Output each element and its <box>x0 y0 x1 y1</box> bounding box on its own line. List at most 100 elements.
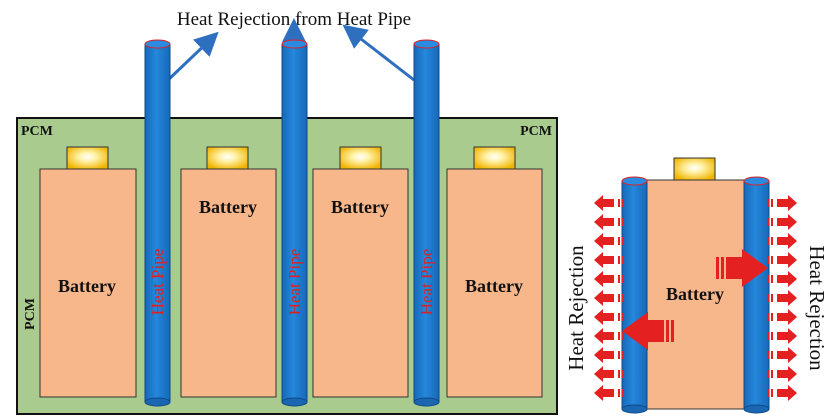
heat-rejection-arrow-right-5-tail-2 <box>767 275 769 283</box>
battery-label-1: Battery <box>58 276 116 296</box>
heat-rejection-arrow-left-1-tail-1 <box>618 199 620 207</box>
heat-rejection-arrows-left <box>594 195 624 401</box>
heat-rejection-arrow-left-9 <box>594 347 614 363</box>
heat-rejection-arrow-right-1 <box>777 195 797 211</box>
heat-rejection-arrow-right-4 <box>777 252 797 268</box>
heat-rejection-arrow-left-3 <box>594 233 614 249</box>
heat-rejection-arrow-right-6 <box>777 290 797 306</box>
detail-heat-pipe-right <box>743 176 770 414</box>
heat-rejection-arrow-right-8-tail-1 <box>771 332 773 340</box>
heat-rejection-arrow-right-11-tail-1 <box>771 389 773 397</box>
heat-rejection-arrow-left-4-tail-1 <box>618 256 620 264</box>
pcm-label-left: PCM <box>23 298 38 330</box>
battery-label-2: Battery <box>199 197 257 217</box>
heat-rejection-arrow-left-6 <box>594 290 614 306</box>
detail-heat-pipe-left <box>621 176 648 414</box>
heat-rejection-arrow-left-1 <box>594 195 614 211</box>
heat-rejection-arrow-left-7 <box>594 309 614 325</box>
heat-rejection-arrow-left-10 <box>594 366 614 382</box>
heat-rejection-arrow-right-6-tail-2 <box>767 294 769 302</box>
heat-rejection-arrow-right-3-tail-1 <box>771 237 773 245</box>
heat-rejection-arrow-left-4 <box>594 252 614 268</box>
battery-terminal-4 <box>473 146 516 170</box>
pcm-label-top-left: PCM <box>21 124 53 139</box>
detail-battery-label: Battery <box>666 284 724 304</box>
heat-rejection-arrow-right-7-tail-1 <box>771 313 773 321</box>
heat-rejection-arrow-right-11-tail-2 <box>767 389 769 397</box>
battery-1 <box>39 168 137 398</box>
heat-rejection-arrow-left-8-tail-1 <box>618 332 620 340</box>
battery-3 <box>312 168 409 398</box>
heat-rejection-label-right: Heat Rejection <box>805 245 829 371</box>
heat-rejection-arrow-right-9-tail-2 <box>767 351 769 359</box>
heat-rejection-arrow-right-2-tail-1 <box>771 218 773 226</box>
heat-rejection-arrow-left-4-tail-2 <box>622 256 624 264</box>
heat-rejection-arrow-left-11 <box>594 385 614 401</box>
heat-rejection-heading: Heat Rejection from Heat Pipe <box>177 9 411 30</box>
heat-transfer-arrow-left <box>622 312 674 350</box>
battery-terminal-1 <box>66 146 109 170</box>
heat-rejection-arrow-right-9-tail-1 <box>771 351 773 359</box>
heat-rejection-arrow-right-8-tail-2 <box>767 332 769 340</box>
heat-rejection-arrow-left-1-tail-2 <box>622 199 624 207</box>
heat-rejection-arrow-right-9 <box>777 347 797 363</box>
heat-rejection-arrow-left-6-tail-2 <box>622 294 624 302</box>
heat-flow-arrow-3 <box>342 24 415 82</box>
heat-rejection-arrow-left-8-tail-2 <box>622 332 624 340</box>
heat-rejection-arrow-left-2-tail-1 <box>618 218 620 226</box>
heat-rejection-label-left: Heat Rejection <box>564 245 588 371</box>
heat-rejection-arrow-right-11 <box>777 385 797 401</box>
heat-rejection-arrow-left-2-tail-2 <box>622 218 624 226</box>
battery-terminal-2 <box>206 146 249 170</box>
heat-rejection-arrow-left-11-tail-1 <box>618 389 620 397</box>
heat-pipe-3 <box>413 39 440 407</box>
heat-rejection-arrow-left-11-tail-2 <box>622 389 624 397</box>
heat-rejection-arrow-right-10 <box>777 366 797 382</box>
heat-rejection-arrow-right-7 <box>777 309 797 325</box>
heat-rejection-arrow-right-4-tail-2 <box>767 256 769 264</box>
heat-rejection-arrow-right-3-tail-2 <box>767 237 769 245</box>
detail-battery-terminal <box>673 157 716 181</box>
heat-rejection-arrow-left-6-tail-1 <box>618 294 620 302</box>
heat-pipe-2 <box>281 39 308 407</box>
heat-rejection-arrow-right-4-tail-1 <box>771 256 773 264</box>
battery-label-3: Battery <box>331 197 389 217</box>
heat-rejection-arrow-left-7-tail-2 <box>622 313 624 321</box>
heat-rejection-arrow-right-5-tail-1 <box>771 275 773 283</box>
heat-rejection-arrow-left-8 <box>594 328 614 344</box>
heat-rejection-arrow-left-5-tail-2 <box>622 275 624 283</box>
heat-rejection-arrows-right <box>767 195 797 401</box>
heat-rejection-arrow-right-10-tail-1 <box>771 370 773 378</box>
heat-pipe-1 <box>144 39 171 407</box>
heat-rejection-arrow-right-3 <box>777 233 797 249</box>
battery-label-4: Battery <box>465 276 523 296</box>
heat-pipe-label-2: Heat Pipe <box>285 249 304 316</box>
heat-flow-arrow-1 <box>166 31 219 82</box>
detail-battery <box>645 179 745 410</box>
heat-rejection-arrow-left-5 <box>594 271 614 287</box>
heat-rejection-arrow-left-3-tail-1 <box>618 237 620 245</box>
heat-rejection-arrow-right-10-tail-2 <box>767 370 769 378</box>
battery-4 <box>446 168 543 398</box>
heat-rejection-arrow-left-9-tail-2 <box>622 351 624 359</box>
heat-rejection-arrow-right-5 <box>777 271 797 287</box>
heat-rejection-arrow-right-2 <box>777 214 797 230</box>
battery-2 <box>180 168 277 398</box>
heat-rejection-arrow-left-10-tail-2 <box>622 370 624 378</box>
heat-pipe-label-1: Heat Pipe <box>148 249 167 316</box>
heat-rejection-arrow-left-3-tail-2 <box>622 237 624 245</box>
heat-rejection-arrow-left-5-tail-1 <box>618 275 620 283</box>
heat-rejection-arrow-right-2-tail-2 <box>767 218 769 226</box>
heat-rejection-arrow-left-9-tail-1 <box>618 351 620 359</box>
heat-rejection-arrow-left-10-tail-1 <box>618 370 620 378</box>
heat-rejection-arrow-right-8 <box>777 328 797 344</box>
heat-rejection-arrow-right-7-tail-2 <box>767 313 769 321</box>
heat-rejection-arrow-right-1-tail-2 <box>767 199 769 207</box>
battery-terminal-3 <box>339 146 382 170</box>
heat-rejection-arrow-left-7-tail-1 <box>618 313 620 321</box>
heat-rejection-arrow-right-6-tail-1 <box>771 294 773 302</box>
heat-rejection-arrow-right-1-tail-1 <box>771 199 773 207</box>
heat-rejection-arrow-left-2 <box>594 214 614 230</box>
heat-pipe-label-3: Heat Pipe <box>417 249 436 316</box>
